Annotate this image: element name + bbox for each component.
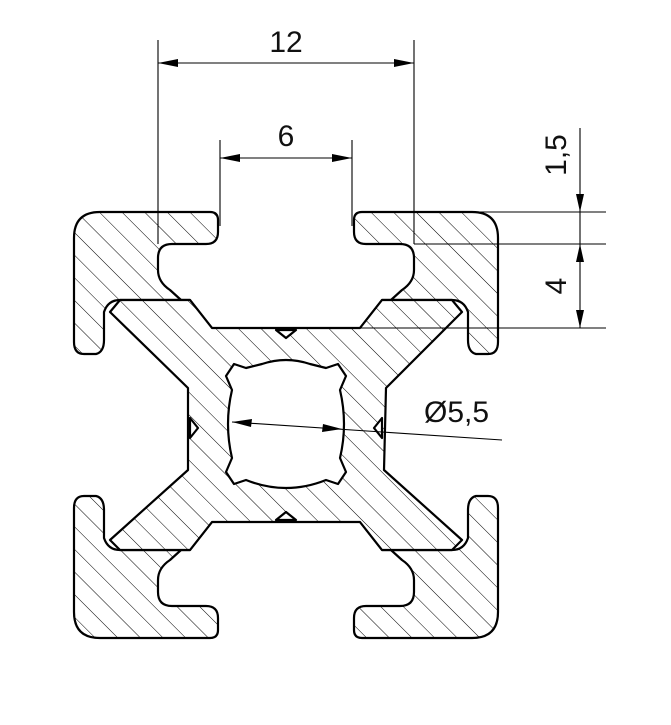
core-notch-bottom (274, 510, 298, 522)
arrow-left (158, 59, 178, 67)
arrow-down (576, 310, 584, 328)
dimension-wall-thickness: 1,5 (362, 128, 606, 262)
center-bore (224, 358, 348, 490)
arrow-down (576, 194, 584, 212)
arrow-right (322, 424, 342, 432)
arrow-left (220, 154, 240, 162)
dimension-label-wall-thickness: 1,5 (540, 134, 573, 176)
dimension-slot-depth: 4 (360, 244, 606, 329)
dimension-center-bore: Ø5,5 (231, 396, 503, 441)
arrow-right (332, 154, 352, 162)
arrow-left (232, 419, 252, 427)
dimension-slot-width: 6 (219, 120, 353, 226)
core-notch-left (188, 416, 200, 440)
dimension-label-center-bore: Ø5,5 (424, 396, 489, 429)
dimension-label-slot-width: 6 (278, 120, 295, 153)
core-notch-top (274, 328, 298, 340)
dimension-overall-width: 12 (157, 26, 415, 244)
arrow-right (394, 59, 414, 67)
core-notch-right (372, 416, 384, 440)
dimension-label-overall-width: 12 (269, 26, 302, 59)
dimension-label-slot-depth: 4 (540, 278, 573, 295)
profile-cross-section (72, 210, 500, 640)
